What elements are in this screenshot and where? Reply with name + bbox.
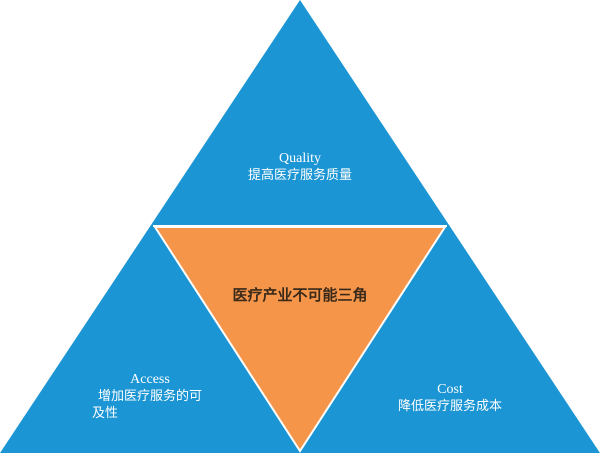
access-subtitle-line2: 及性 xyxy=(92,406,119,421)
cost-subtitle: 降低医疗服务成本 xyxy=(397,399,502,414)
quality-section: Quality 提高医疗服务质量 xyxy=(200,150,400,184)
access-subtitle-line1: 增加医疗服务的可 xyxy=(97,389,202,404)
center-triangle xyxy=(153,226,447,453)
cost-title: Cost xyxy=(437,382,463,397)
access-section: Access 增加医疗服务的可 及性 xyxy=(60,371,240,422)
center-label: 医疗产业不可能三角 xyxy=(232,286,368,304)
quality-subtitle: 提高医疗服务质量 xyxy=(247,168,352,183)
quality-title: Quality xyxy=(279,151,321,166)
cost-section: Cost 降低医疗服务成本 xyxy=(360,381,540,415)
access-title: Access xyxy=(130,372,170,387)
